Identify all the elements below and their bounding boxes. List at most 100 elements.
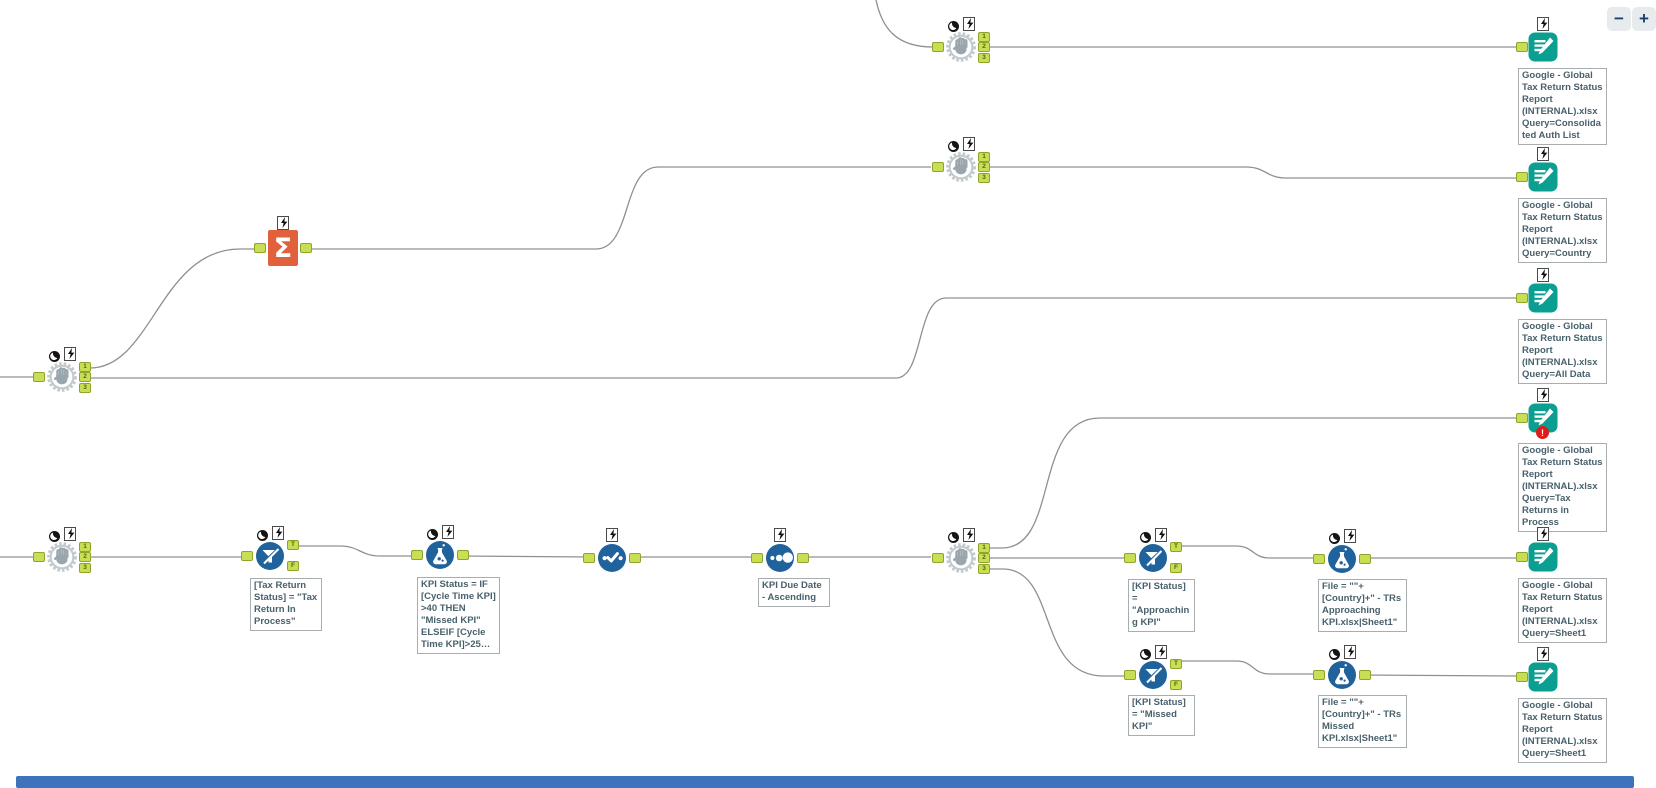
tool-annotation: Google - Global Tax Return Status Report… bbox=[1518, 443, 1607, 532]
false-output-anchor[interactable]: F bbox=[1170, 680, 1182, 690]
black-circle-badge-icon bbox=[1140, 647, 1151, 660]
tool-output-5[interactable]: Google - Global Tax Return Status Report… bbox=[1516, 527, 1607, 643]
tool-block-until-done-1[interactable]: 1 2 3 bbox=[932, 17, 990, 63]
output-anchor-1[interactable]: 1 bbox=[79, 362, 91, 372]
black-circle-badge-icon bbox=[948, 139, 959, 152]
formula-beaker-icon bbox=[1327, 544, 1357, 574]
tool-annotation: Google - Global Tax Return Status Report… bbox=[1518, 698, 1607, 763]
input-anchor[interactable] bbox=[1516, 293, 1528, 303]
input-anchor[interactable] bbox=[1124, 670, 1136, 680]
black-circle-badge-icon bbox=[1140, 530, 1151, 543]
output-anchor-3[interactable]: 3 bbox=[978, 53, 990, 63]
black-circle-badge-icon bbox=[257, 528, 268, 541]
tool-filter-2[interactable]: T F [KPI Status] = "Approaching KPI" bbox=[1124, 528, 1195, 632]
output-anchor-1[interactable]: 1 bbox=[978, 152, 990, 162]
tool-select[interactable] bbox=[583, 528, 641, 574]
true-output-anchor[interactable]: T bbox=[287, 540, 299, 550]
output-anchor[interactable] bbox=[457, 550, 469, 560]
horizontal-scrollbar[interactable] bbox=[16, 776, 1634, 788]
tool-output-3[interactable]: Google - Global Tax Return Status Report… bbox=[1516, 268, 1607, 384]
tool-formula-3[interactable]: File = ""+ [Country]+" - TRs Missed KPI.… bbox=[1313, 645, 1407, 748]
input-anchor[interactable] bbox=[932, 553, 944, 563]
output-document-icon bbox=[1528, 662, 1558, 692]
true-output-anchor[interactable]: T bbox=[1170, 542, 1182, 552]
input-anchor[interactable] bbox=[1516, 413, 1528, 423]
input-anchor[interactable] bbox=[1313, 670, 1325, 680]
output-anchor-2[interactable]: 2 bbox=[79, 552, 91, 562]
tool-annotation: KPI Status = IF [Cycle Time KPI] >40 THE… bbox=[417, 577, 500, 654]
output-document-icon bbox=[1528, 542, 1558, 572]
output-anchor-1[interactable]: 1 bbox=[79, 542, 91, 552]
tool-block-until-done-5[interactable]: 1 2 3 bbox=[932, 528, 990, 574]
zoom-out-button[interactable]: − bbox=[1607, 7, 1631, 31]
wire-bud5-filter3 bbox=[990, 568, 1134, 677]
false-output-anchor[interactable]: F bbox=[287, 561, 299, 571]
output-anchor-1[interactable]: 1 bbox=[978, 543, 990, 553]
tool-formula-1[interactable]: KPI Status = IF [Cycle Time KPI] >40 THE… bbox=[411, 525, 500, 654]
output-anchor-2[interactable]: 2 bbox=[978, 42, 990, 52]
tool-sort[interactable]: KPI Due Date - Ascending bbox=[751, 528, 830, 607]
tool-block-until-done-4[interactable]: 1 2 3 bbox=[33, 527, 91, 573]
output-anchor-2[interactable]: 2 bbox=[79, 372, 91, 382]
input-anchor[interactable] bbox=[751, 553, 763, 563]
tool-block-until-done-3[interactable]: 1 2 3 bbox=[33, 347, 91, 393]
lightning-badge-icon bbox=[963, 137, 975, 151]
lightning-badge-icon bbox=[1155, 528, 1167, 542]
tool-output-2[interactable]: Google - Global Tax Return Status Report… bbox=[1516, 147, 1607, 263]
input-anchor[interactable] bbox=[932, 42, 944, 52]
output-anchor[interactable] bbox=[797, 553, 809, 563]
output-anchor-3[interactable]: 3 bbox=[978, 564, 990, 574]
input-anchor[interactable] bbox=[1124, 553, 1136, 563]
lightning-badge-icon bbox=[1537, 527, 1549, 541]
tool-summarize[interactable]: Σ bbox=[254, 216, 312, 266]
input-anchor[interactable] bbox=[33, 372, 45, 382]
output-anchor-3[interactable]: 3 bbox=[79, 563, 91, 573]
sort-dots-icon bbox=[765, 543, 795, 573]
input-anchor[interactable] bbox=[1516, 42, 1528, 52]
input-anchor[interactable] bbox=[241, 551, 253, 561]
tool-annotation: [KPI Status] = "Approaching KPI" bbox=[1128, 579, 1195, 632]
tool-block-until-done-2[interactable]: 1 2 3 bbox=[932, 137, 990, 183]
tool-annotation: [KPI Status] = "Missed KPI" bbox=[1128, 695, 1195, 736]
output-anchor[interactable] bbox=[1359, 670, 1371, 680]
input-anchor[interactable] bbox=[411, 550, 423, 560]
output-anchor-1[interactable]: 1 bbox=[978, 32, 990, 42]
output-anchor-3[interactable]: 3 bbox=[79, 383, 91, 393]
input-anchor[interactable] bbox=[1313, 554, 1325, 564]
output-anchor[interactable] bbox=[300, 243, 312, 253]
input-anchor[interactable] bbox=[1516, 552, 1528, 562]
false-output-anchor[interactable]: F bbox=[1170, 563, 1182, 573]
lightning-badge-icon bbox=[774, 528, 786, 542]
output-anchor-3[interactable]: 3 bbox=[978, 173, 990, 183]
input-anchor[interactable] bbox=[33, 552, 45, 562]
input-anchor[interactable] bbox=[932, 162, 944, 172]
zoom-in-button[interactable]: + bbox=[1632, 7, 1656, 31]
gear-hand-icon bbox=[946, 543, 976, 573]
input-anchor[interactable] bbox=[254, 243, 266, 253]
tool-output-1[interactable]: Google - Global Tax Return Status Report… bbox=[1516, 17, 1607, 145]
black-circle-badge-icon bbox=[49, 349, 60, 362]
output-anchor[interactable] bbox=[1359, 554, 1371, 564]
gear-hand-icon bbox=[47, 362, 77, 392]
wire-bud3-output3 bbox=[90, 297, 1516, 379]
black-circle-badge-icon bbox=[427, 527, 438, 540]
lightning-badge-icon bbox=[1344, 645, 1356, 659]
output-anchor-2[interactable]: 2 bbox=[978, 553, 990, 563]
error-badge-icon: ! bbox=[1536, 426, 1549, 439]
black-circle-badge-icon bbox=[1329, 531, 1340, 544]
input-anchor[interactable] bbox=[1516, 672, 1528, 682]
lightning-badge-icon bbox=[272, 526, 284, 540]
input-anchor[interactable] bbox=[1516, 172, 1528, 182]
tool-formula-2[interactable]: File = ""+ [Country]+" - TRs Approaching… bbox=[1313, 529, 1407, 632]
output-anchor-2[interactable]: 2 bbox=[978, 162, 990, 172]
output-anchor[interactable] bbox=[629, 553, 641, 563]
input-anchor[interactable] bbox=[583, 553, 595, 563]
tool-output-6[interactable]: Google - Global Tax Return Status Report… bbox=[1516, 647, 1607, 763]
true-output-anchor[interactable]: T bbox=[1170, 659, 1182, 669]
lightning-badge-icon bbox=[963, 528, 975, 542]
tool-filter-3[interactable]: T F [KPI Status] = "Missed KPI" bbox=[1124, 645, 1195, 736]
tool-filter-1[interactable]: T F [Tax Return Status] = "Tax Return In… bbox=[241, 526, 322, 631]
tool-output-4[interactable]: ! Google - Global Tax Return Status Repo… bbox=[1516, 388, 1607, 532]
lightning-badge-icon bbox=[64, 527, 76, 541]
